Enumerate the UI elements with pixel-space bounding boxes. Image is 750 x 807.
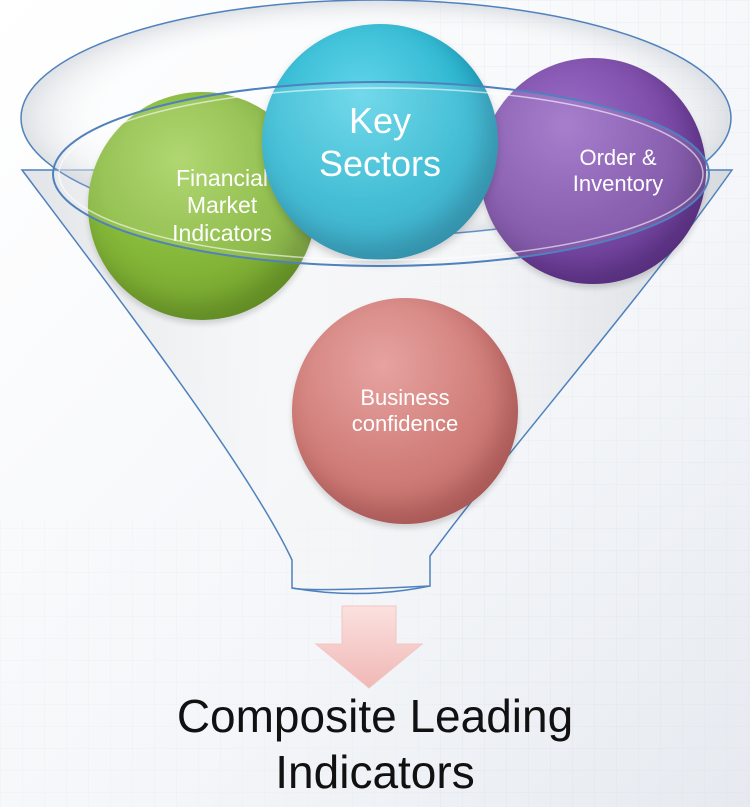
business-confidence-circle: Business confidence: [292, 298, 518, 524]
key-sectors-label: Key Sectors: [318, 99, 442, 184]
down-arrow-icon: [314, 605, 424, 689]
order-inventory-label: Order & Inventory: [572, 144, 664, 196]
business-confidence-label: Business confidence: [351, 384, 459, 436]
composite-leading-indicators-label: Composite Leading Indicators: [176, 690, 574, 799]
financial-market-indicators-label: Financial Market Indicators: [172, 164, 272, 246]
key-sectors-circle: Key Sectors: [262, 24, 498, 260]
